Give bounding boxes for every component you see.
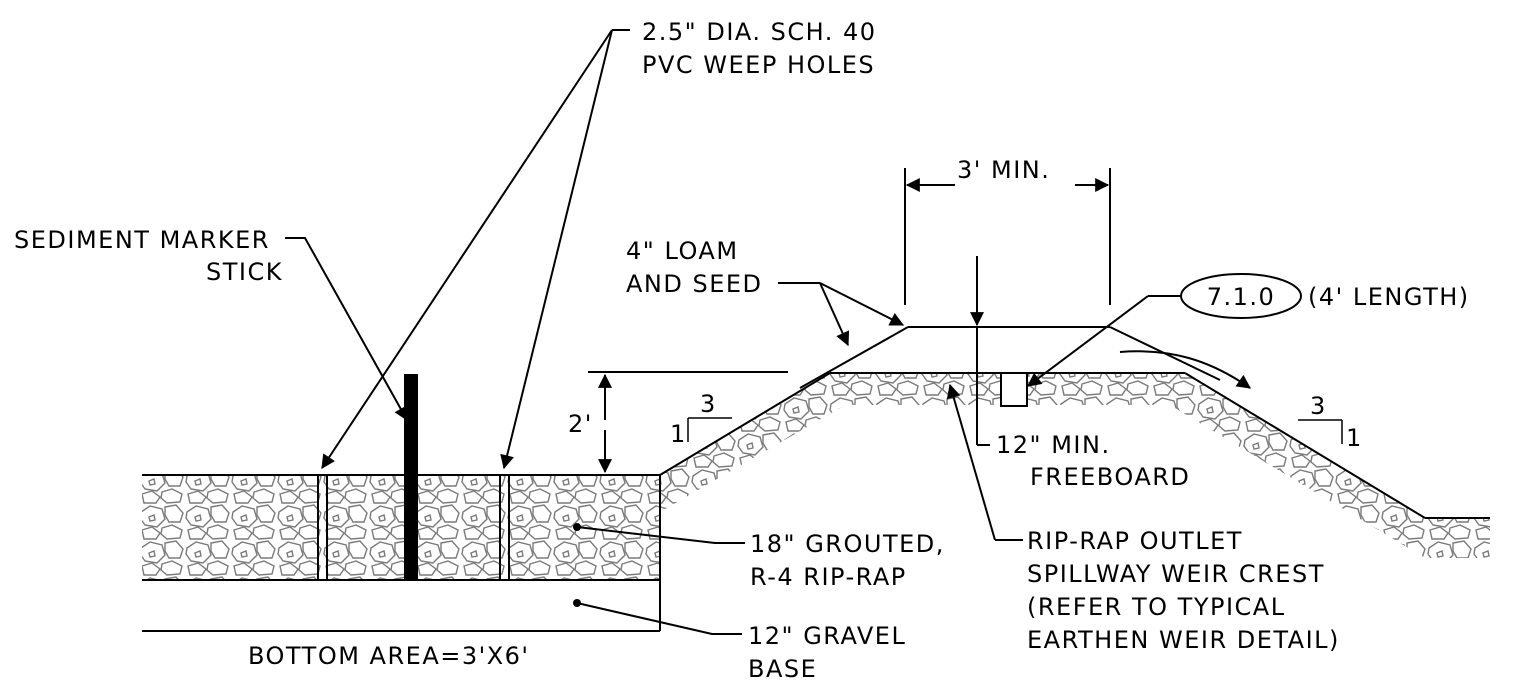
- weep-hole-right: [499, 475, 510, 580]
- slope-indicator-left: [687, 417, 732, 442]
- height-label: 2': [568, 410, 593, 438]
- loam-seed-label-line1: 4" LOAM: [626, 237, 739, 265]
- callout-id: 7.1.0: [1207, 283, 1276, 311]
- loam-leaders: [778, 282, 905, 347]
- section-lines: [142, 326, 1490, 632]
- riprap-leader: [573, 523, 745, 544]
- callout-length: (4' LENGTH): [1308, 283, 1470, 311]
- outlet-label-line3: (REFER TO TYPICAL: [1027, 593, 1286, 621]
- freeboard-label-line1: 12" MIN.: [996, 431, 1111, 459]
- slope-left-run: 3: [700, 390, 717, 418]
- slope-right-run: 3: [1310, 392, 1327, 420]
- outlet-label-line4: EARTHEN WEIR DETAIL): [1027, 626, 1340, 654]
- weep-hole-leaders: [321, 29, 630, 470]
- outlet-box: [1000, 372, 1028, 407]
- outlet-label-line2: SPILLWAY WEIR CREST: [1027, 560, 1325, 588]
- slope-indicator-right: [1298, 419, 1343, 444]
- marker-stick-label-line1: SEDIMENT MARKER: [14, 226, 270, 254]
- marker-leader: [285, 237, 408, 422]
- freeboard-label-line2: FREEBOARD: [1030, 463, 1190, 491]
- gravel-label-line1: 12" GRAVEL: [748, 622, 906, 650]
- riprap-label-line1: 18" GROUTED,: [750, 530, 945, 558]
- outlet-label-line1: RIP-RAP OUTLET: [1027, 527, 1243, 555]
- slope-right-rise: 1: [1346, 424, 1363, 452]
- riprap-embankment-layer: [660, 373, 1490, 558]
- flow-arrow: [1119, 350, 1251, 389]
- marker-stick-label-line2: STICK: [206, 258, 283, 286]
- crest-width-label: 3' MIN.: [957, 156, 1050, 184]
- weep-holes-label-line2: PVC WEEP HOLES: [642, 51, 875, 79]
- callout-bubble: [1180, 273, 1302, 319]
- weep-holes-label-line1: 2.5" DIA. SCH. 40: [642, 18, 877, 46]
- freeboard-dimension: [970, 256, 990, 446]
- bottom-area-label: BOTTOM AREA=3'X6': [248, 642, 530, 670]
- loam-seed-label-line2: AND SEED: [626, 270, 763, 298]
- callout-leader: [1027, 295, 1182, 387]
- outlet-leader: [946, 383, 1023, 541]
- sediment-marker-stick: [404, 374, 418, 579]
- weep-hole-left: [317, 475, 328, 580]
- gravel-leader: [573, 599, 742, 635]
- riprap-label-line2: R-4 RIP-RAP: [750, 563, 907, 591]
- slope-left-rise: 1: [670, 420, 687, 448]
- gravel-label-line2: BASE: [748, 655, 817, 683]
- crest-width-dimension: [904, 168, 1111, 305]
